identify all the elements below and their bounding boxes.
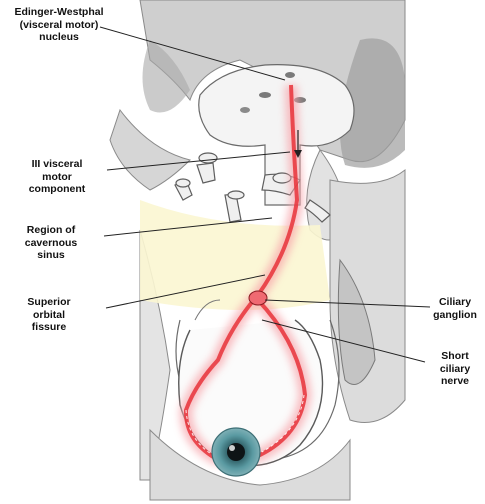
leader-lines [99, 26, 431, 363]
label-superior-orbital-fissure: Superior orbital fissure [27, 296, 71, 333]
pupil [227, 443, 245, 461]
leader-superior-orbital [105, 274, 266, 309]
label-short-ciliary-nerve: Short ciliary nerve [439, 350, 471, 387]
eye-iris-group [211, 427, 261, 477]
label-iii-visceral-component: III visceral motor component [28, 158, 86, 195]
label-ew-nucleus: Edinger-Westphal (visceral motor) nucleu… [14, 6, 104, 43]
leader-iii-visceral [106, 151, 291, 171]
leader-cavernous [103, 217, 273, 237]
vessel-stumps [174, 152, 331, 223]
leader-ciliary-ganglion [264, 299, 431, 308]
leader-ew-nucleus [99, 26, 286, 81]
label-ciliary-ganglion: Ciliary ganglion [433, 296, 477, 321]
parasympathetic-pathway [179, 84, 312, 466]
direction-arrow [294, 130, 302, 158]
label-cavernous-sinus: Region of cavernous sinus [24, 224, 78, 261]
leader-short-ciliary [261, 319, 426, 363]
